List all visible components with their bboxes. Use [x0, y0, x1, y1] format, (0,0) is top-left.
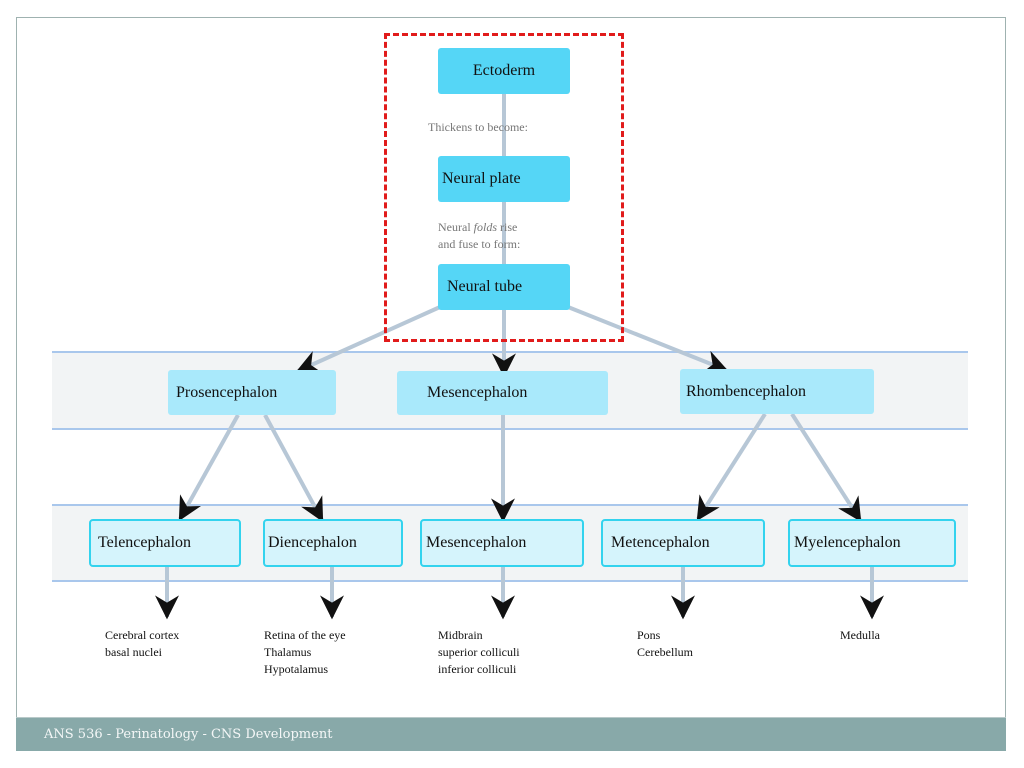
derivative-item: Pons	[637, 628, 661, 642]
node-mesencephalon-secondary[interactable]: Mesencephalon	[420, 519, 584, 567]
node-rhombencephalon[interactable]: Rhombencephalon	[680, 369, 874, 414]
node-neural-tube[interactable]: Neural tube	[438, 264, 570, 310]
derivative-item: Medulla	[840, 628, 880, 642]
derivative-item: Retina of the eye	[264, 628, 346, 642]
derivative-item: basal nuclei	[105, 645, 162, 659]
edge-rhombencephalon-myelencephalon	[790, 412, 862, 523]
derivative-item: Hypotalamus	[264, 662, 328, 676]
annotation-emphasis: folds	[473, 220, 497, 234]
annotation-text: and fuse to form:	[438, 237, 521, 251]
node-mesencephalon[interactable]: Mesencephalon	[397, 371, 608, 415]
derivatives-metencephalon: Pons Cerebellum	[637, 627, 693, 661]
derivatives-telencephalon: Cerebral cortex basal nuclei	[105, 627, 179, 661]
node-label: Telencephalon	[98, 534, 192, 551]
node-label: Ectoderm	[472, 62, 536, 79]
node-myelencephalon[interactable]: Myelencephalon	[788, 519, 956, 567]
derivative-item: Cerebellum	[637, 645, 693, 659]
node-label: Rhombencephalon	[686, 382, 806, 400]
derivatives-diencephalon: Retina of the eye Thalamus Hypotalamus	[264, 627, 346, 678]
footer-text: ANS 536 - Perinatology - CNS Development	[44, 727, 333, 742]
node-telencephalon[interactable]: Telencephalon	[89, 519, 241, 567]
edge-prosencephalon-diencephalon	[263, 414, 324, 523]
annotation-text: rise	[497, 220, 518, 234]
derivative-item: inferior colliculi	[438, 662, 517, 676]
edge-tube-rhombencephalon	[567, 305, 729, 374]
edge-tube-prosencephalon	[295, 305, 441, 374]
annotation-thickens: Thickens to become:	[428, 120, 528, 134]
node-label: Myelencephalon	[794, 534, 901, 551]
annotation-text: Neural	[438, 220, 474, 234]
node-label: Prosencephalon	[176, 383, 278, 401]
derivative-item: Midbrain	[438, 628, 483, 642]
node-label: Mesencephalon	[427, 384, 528, 401]
node-prosencephalon[interactable]: Prosencephalon	[168, 370, 336, 415]
node-label: Mesencephalon	[426, 534, 527, 551]
node-diencephalon[interactable]: Diencephalon	[263, 519, 403, 567]
node-neural-plate[interactable]: Neural plate	[438, 156, 570, 202]
node-label: Metencephalon	[611, 534, 710, 551]
node-ectoderm[interactable]: Ectoderm	[438, 48, 570, 94]
edge-rhombencephalon-metencephalon	[696, 412, 767, 522]
node-metencephalon[interactable]: Metencephalon	[601, 519, 765, 567]
annotation-neural-folds: Neural folds rise and fuse to form:	[438, 219, 520, 253]
highlight-box	[384, 33, 624, 342]
node-label: Neural plate	[442, 170, 521, 187]
derivative-item: Thalamus	[264, 645, 312, 659]
derivative-item: superior colliculi	[438, 645, 520, 659]
slide-footer: ANS 536 - Perinatology - CNS Development	[16, 717, 1006, 751]
derivatives-myelencephalon: Medulla	[840, 627, 880, 644]
node-label: Neural tube	[447, 278, 523, 295]
derivative-item: Cerebral cortex	[105, 628, 180, 642]
edge-prosencephalon-telencephalon	[178, 414, 240, 522]
derivatives-mesencephalon: Midbrain superior colliculi inferior col…	[438, 627, 520, 678]
node-label: Diencephalon	[268, 534, 357, 551]
